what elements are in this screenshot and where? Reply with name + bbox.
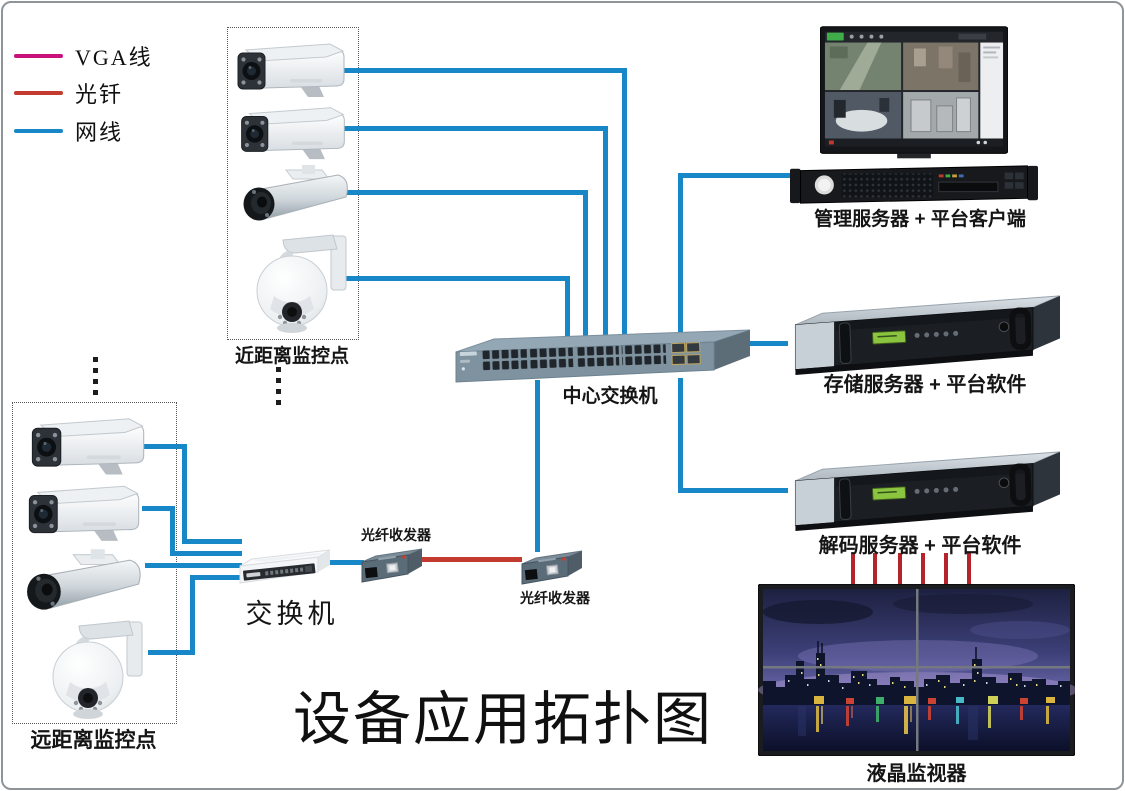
near-camera-1 — [237, 43, 345, 98]
management-server-label: 管理服务器 + 平台客户端 — [814, 209, 1026, 230]
far-ellipsis-dot — [93, 368, 98, 373]
near-group-box — [227, 27, 359, 340]
cable-near-cam4-h — [340, 276, 570, 281]
cable-near-cam1-v — [622, 68, 627, 342]
management-client-monitor — [820, 26, 1008, 159]
cable-far-cam1-h2 — [182, 539, 242, 544]
far-ellipsis-dot — [93, 390, 98, 395]
legend-item-network: 网线 — [14, 115, 123, 147]
cable-far-cam4-h — [148, 650, 195, 655]
far-camera-1 — [31, 418, 145, 475]
fiber-transceiver-a-label: 光纤收发器 — [361, 527, 431, 543]
cable-decode-h — [678, 488, 788, 493]
far-ellipsis-dot — [93, 379, 98, 384]
far-camera-4-ptz — [52, 620, 143, 720]
near-ellipsis-dot — [276, 367, 281, 372]
access-switch — [239, 549, 331, 584]
cable-transceiver-b-v — [535, 380, 540, 552]
cable-wall-2 — [873, 553, 877, 589]
central-switch — [455, 329, 751, 383]
legend-label: 光钎 — [75, 82, 124, 107]
cable-near-cam3-v — [583, 190, 588, 342]
legend-label: 网线 — [75, 120, 124, 145]
cable-switch-transceiver-a — [328, 560, 364, 565]
cable-wall-5 — [944, 553, 948, 589]
network-line-swatch — [14, 129, 63, 133]
storage-server-label: 存储服务器 + 平台软件 — [823, 374, 1027, 396]
cable-far-cam1-h — [142, 444, 187, 449]
management-server — [790, 165, 1038, 204]
fiber-transceiver-b — [521, 550, 583, 585]
far-ellipsis-dot — [93, 357, 98, 362]
cable-far-cam2-h2 — [170, 551, 242, 556]
cable-decode-v — [678, 378, 683, 493]
cable-far-cam2-h — [142, 506, 175, 511]
near-camera-4-ptz — [256, 234, 347, 334]
near-ellipsis-dot — [276, 378, 281, 383]
far-camera-2 — [28, 485, 140, 542]
cable-near-cam3-h — [340, 190, 588, 195]
cable-far-cam3-h — [145, 563, 242, 568]
decode-server-label: 解码服务器 + 平台软件 — [818, 535, 1022, 557]
legend-label: VGA线 — [75, 45, 153, 70]
vga-line-swatch — [14, 54, 63, 58]
decode-server — [780, 448, 1060, 533]
cable-fiber-link — [418, 557, 522, 562]
cable-wall-3 — [898, 553, 902, 589]
fiber-transceiver-b-label: 光纤收发器 — [520, 590, 590, 606]
cable-far-cam4-v — [190, 575, 195, 655]
cable-far-cam2-v — [170, 506, 175, 556]
legend-item-vga: VGA线 — [14, 40, 153, 72]
access-switch-label: 交换机 — [245, 599, 339, 629]
far-group-label: 远距离监控点 — [30, 729, 157, 752]
cable-far-cam4-h2 — [190, 575, 242, 580]
cable-near-cam1-h — [338, 68, 627, 73]
cable-near-cam2-v — [603, 126, 608, 342]
cable-mgmt-v — [678, 173, 683, 341]
central-switch-label: 中心交换机 — [562, 386, 658, 407]
far-camera-3 — [26, 548, 141, 611]
cable-wall-1 — [851, 553, 855, 589]
lcd-video-wall — [758, 584, 1075, 756]
near-camera-2 — [241, 107, 345, 160]
lcd-monitor-label: 液晶监视器 — [866, 763, 967, 785]
legend-item-fiber: 光钎 — [14, 77, 123, 109]
cable-near-cam2-h — [338, 126, 608, 131]
cable-wall-4 — [921, 553, 925, 589]
cable-far-cam1-v — [182, 444, 187, 544]
fiber-transceiver-a — [361, 548, 423, 583]
cable-wall-6 — [967, 553, 971, 589]
storage-server — [780, 292, 1060, 377]
near-ellipsis-dot — [276, 400, 281, 405]
cable-near-cam4-v — [565, 276, 570, 342]
near-camera-3 — [243, 164, 348, 221]
near-ellipsis-dot — [276, 389, 281, 394]
fiber-line-swatch — [14, 91, 63, 95]
cable-mgmt-h — [678, 173, 792, 178]
near-group-label: 近距离监控点 — [234, 346, 349, 367]
diagram-title: 设备应用拓扑图 — [292, 687, 713, 752]
